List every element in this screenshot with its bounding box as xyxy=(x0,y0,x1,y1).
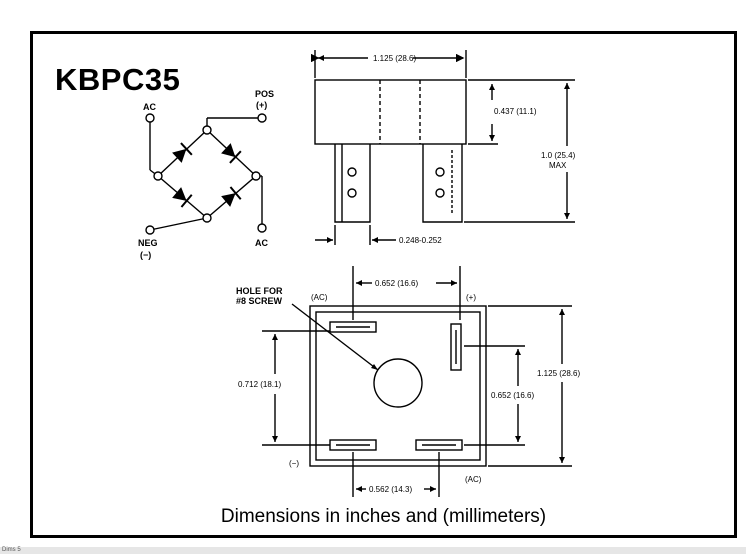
arrowhead xyxy=(489,135,495,141)
arrowhead xyxy=(356,486,362,492)
arrowhead xyxy=(430,486,436,492)
plus-label: (+) xyxy=(466,293,476,302)
arrowhead xyxy=(515,436,521,442)
arrowhead xyxy=(327,237,333,243)
overall-size-label: 1.125 (28.6) xyxy=(537,369,580,378)
arrowhead xyxy=(564,213,570,219)
neg-label: NEG xyxy=(138,238,158,248)
arrowhead xyxy=(356,280,362,286)
arrowhead xyxy=(451,280,457,286)
footer-text: Dims 5 xyxy=(2,547,21,553)
bridge-schematic xyxy=(145,113,267,235)
diode-icon xyxy=(172,187,193,208)
diode-icon xyxy=(172,142,193,163)
arrowhead xyxy=(272,436,278,442)
diode-icon xyxy=(221,143,242,164)
ac-top-label: AC xyxy=(143,102,156,112)
diode-icon xyxy=(221,186,242,207)
arrowhead xyxy=(457,55,463,61)
part-title: KBPC35 xyxy=(55,62,181,97)
arrowhead xyxy=(559,457,565,463)
side-view xyxy=(311,50,575,245)
bottom-spacing-label: 0.562 (14.3) xyxy=(369,485,412,494)
hole-label-line1: HOLE FOR xyxy=(236,286,283,296)
right-spacing-label: 0.652 (16.6) xyxy=(491,391,534,400)
arrowhead xyxy=(371,364,378,370)
arrowhead xyxy=(318,55,324,61)
arrowhead xyxy=(489,84,495,90)
dimensions-caption: Dimensions in inches and (millimeters) xyxy=(220,506,547,527)
body-height-label: 0.437 (11.1) xyxy=(494,107,537,116)
side-width-label: 1.125 (28.6) xyxy=(373,54,416,63)
arrowhead xyxy=(272,334,278,340)
arrowhead xyxy=(372,237,378,243)
pos-label: POS xyxy=(255,89,274,99)
minus-label: (−) xyxy=(289,459,299,468)
hole-label-line2: #8 SCREW xyxy=(236,296,283,306)
ac-top-left-label: (AC) xyxy=(311,293,328,302)
footer-strip xyxy=(0,547,746,554)
terminal-width-label: 0.248-0.252 xyxy=(399,236,442,245)
arrowhead xyxy=(564,83,570,89)
total-height-note: MAX xyxy=(549,161,567,170)
arrowhead xyxy=(515,349,521,355)
ac-bottom-label: AC xyxy=(255,238,268,248)
arrowhead xyxy=(559,309,565,315)
top-spacing-label: 0.652 (16.6) xyxy=(375,279,418,288)
bottom-view xyxy=(262,266,572,497)
pos-sign: (+) xyxy=(256,100,267,110)
ac-bottom-right-label: (AC) xyxy=(465,475,482,484)
left-height-label: 0.712 (18.1) xyxy=(238,380,281,389)
neg-sign: (−) xyxy=(140,250,151,260)
total-height-label: 1.0 (25.4) xyxy=(541,151,576,160)
